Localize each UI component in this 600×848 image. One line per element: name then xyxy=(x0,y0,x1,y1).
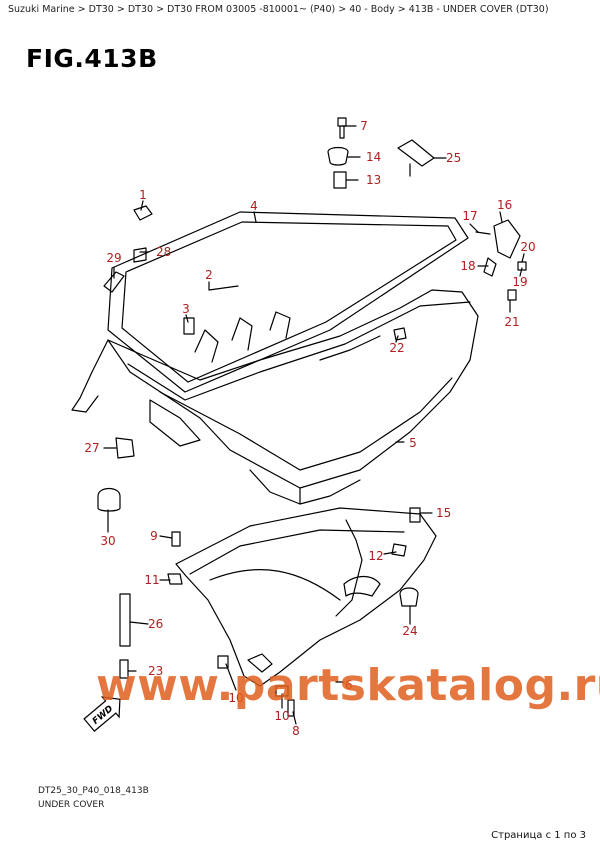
lower-side-cover-fin xyxy=(335,519,363,617)
callout-22: 22 xyxy=(389,341,404,355)
callout-10b: 10 xyxy=(274,709,289,723)
nut-11 xyxy=(167,573,183,585)
callout-17: 17 xyxy=(462,209,477,223)
callout-13: 13 xyxy=(366,173,381,187)
callout-7: 7 xyxy=(360,119,368,133)
grommet-22 xyxy=(393,327,407,341)
callout-21: 21 xyxy=(504,315,519,329)
gasket-frame xyxy=(107,211,469,393)
bolt-15 xyxy=(409,507,421,523)
inner-recess xyxy=(149,399,201,447)
callout-27: 27 xyxy=(84,441,99,455)
bolt-9 xyxy=(171,531,181,547)
lower-side-cover-curve xyxy=(209,569,341,601)
inner-boss-1 xyxy=(194,329,219,363)
callout-11: 11 xyxy=(144,573,159,587)
grommet-12 xyxy=(391,543,407,557)
pin-23 xyxy=(119,659,129,679)
callout-20: 20 xyxy=(520,240,535,254)
callout-14: 14 xyxy=(366,150,381,164)
callout-8: 8 xyxy=(292,724,300,738)
callout-30: 30 xyxy=(100,534,115,548)
pin-29 xyxy=(103,271,125,293)
callout-26: 26 xyxy=(148,617,163,631)
callout-12: 12 xyxy=(368,549,383,563)
bolt-21 xyxy=(507,289,517,301)
leader-lines xyxy=(103,125,525,725)
collar-13 xyxy=(333,171,347,189)
inner-rib xyxy=(319,335,381,361)
callout-3: 3 xyxy=(182,302,190,316)
callout-15: 15 xyxy=(436,506,451,520)
seal-27 xyxy=(115,437,135,459)
watermark: www.partskatalog.ru xyxy=(96,660,600,711)
gasket-frame-inner xyxy=(121,221,457,383)
figure-name: UNDER COVER xyxy=(38,800,105,810)
figure-title: FIG.413B xyxy=(26,44,158,73)
callout-25: 25 xyxy=(446,151,461,165)
callout-9: 9 xyxy=(150,529,158,543)
callout-16: 16 xyxy=(497,198,512,212)
grommet-14 xyxy=(327,146,349,166)
callout-4: 4 xyxy=(250,199,258,213)
bolt-1 xyxy=(133,205,153,221)
clip-28 xyxy=(133,247,147,263)
under-cover-body xyxy=(107,289,479,489)
breadcrumb: Suzuki Marine > DT30 > DT30 > DT30 FROM … xyxy=(8,4,549,15)
under-cover-floor xyxy=(159,377,453,471)
under-cover-left-bracket xyxy=(71,339,109,413)
callout-29: 29 xyxy=(106,251,121,265)
inner-boss-3 xyxy=(269,311,291,339)
callout-6: 6 xyxy=(345,678,353,692)
bracket-16 xyxy=(493,219,521,259)
callout-5: 5 xyxy=(409,436,417,450)
callout-10a: 10 xyxy=(228,691,243,705)
lower-side-cover-tab xyxy=(247,653,273,673)
washer-10b xyxy=(275,685,289,697)
rod-26 xyxy=(119,593,131,647)
under-cover-rim xyxy=(127,301,471,401)
lower-side-cover-slot xyxy=(343,575,381,597)
lower-side-cover xyxy=(175,507,437,687)
callout-23: 23 xyxy=(148,664,163,678)
callout-18: 18 xyxy=(460,259,475,273)
screw-19 xyxy=(517,261,527,271)
lower-side-cover-edge xyxy=(189,529,405,575)
callout-1: 1 xyxy=(139,188,147,202)
inner-boss-2 xyxy=(231,317,253,351)
callout-2: 2 xyxy=(205,268,213,282)
plug-24 xyxy=(399,587,419,607)
sleeve-3 xyxy=(183,317,195,335)
callouts: 1 2 3 4 5 6 7 8 9 10 10 11 12 13 14 15 1… xyxy=(84,119,535,738)
callout-24: 24 xyxy=(402,624,417,638)
pager: Страница с 1 по 3 xyxy=(491,830,586,841)
handle-25 xyxy=(397,139,435,177)
figure-code: DT25_30_P40_018_413B xyxy=(38,786,149,796)
callout-19: 19 xyxy=(512,275,527,289)
bolt-7 xyxy=(337,117,347,139)
clip-18 xyxy=(483,257,497,277)
plug-30 xyxy=(97,487,121,512)
callout-28: 28 xyxy=(156,245,171,259)
